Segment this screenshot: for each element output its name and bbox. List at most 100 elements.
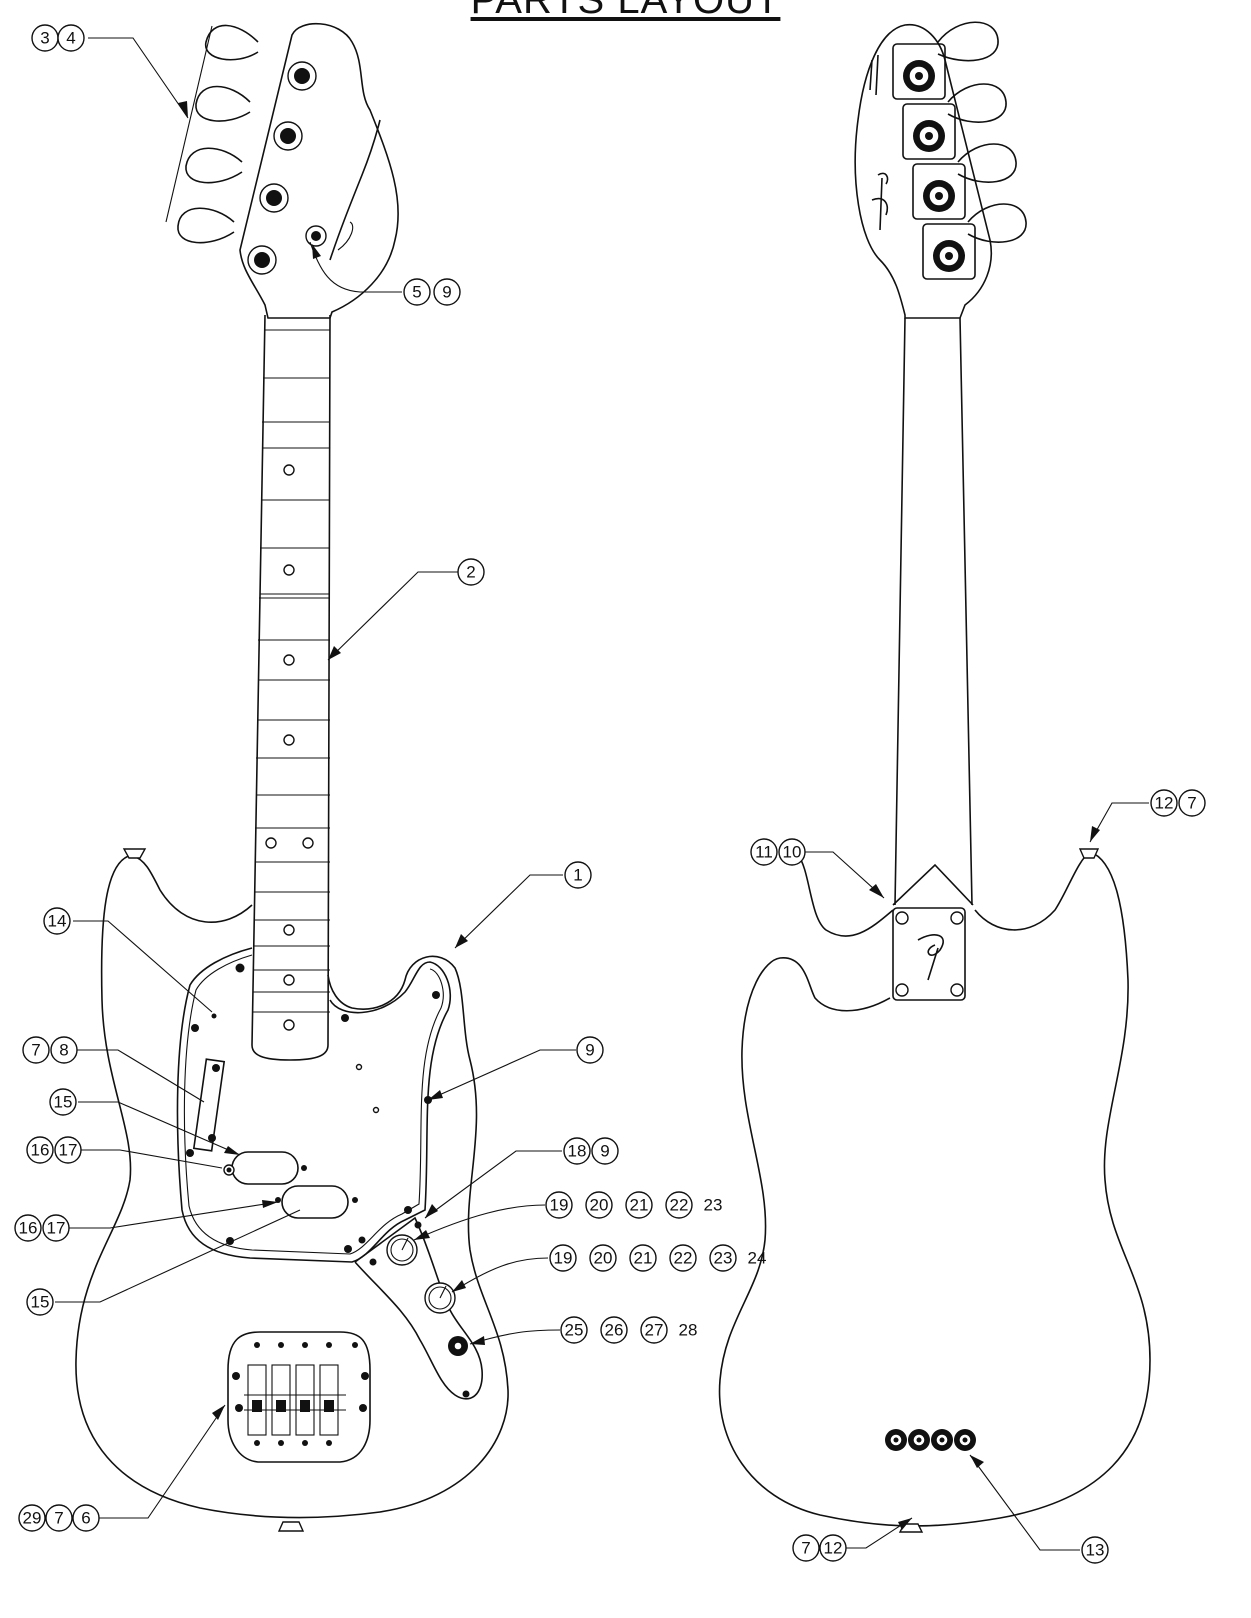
callout-bubble: [26, 1136, 54, 1164]
callout-number: 7: [1187, 794, 1196, 813]
callout-number: 2: [466, 563, 475, 582]
leader-arrowheads: [178, 101, 1100, 1530]
callout-number: 26: [605, 1321, 624, 1340]
callout-c189: 18 9: [563, 1137, 619, 1165]
front-pickguard: [176, 947, 452, 1263]
callout-number: 22: [670, 1196, 689, 1215]
callout-number: 10: [783, 843, 802, 862]
callout-number: 9: [585, 1041, 594, 1060]
callout-number: 12: [1155, 794, 1174, 813]
neck-pickup: [231, 1151, 299, 1185]
callout-number: 16: [31, 1141, 50, 1160]
callout-bubble: [26, 1288, 54, 1316]
front-neck: [251, 314, 331, 1061]
callout-bubble: [457, 558, 485, 586]
front-bridge: [227, 1331, 371, 1463]
callout-bubble: [14, 1214, 42, 1242]
callout-number-plain: 28: [679, 1321, 698, 1340]
callout-number: 17: [59, 1141, 78, 1160]
headstock-signature: [871, 172, 889, 231]
bridge-pickup: [281, 1185, 349, 1219]
front-strap-button-bottom: [277, 1521, 305, 1532]
callout-bubble: [563, 1137, 591, 1165]
back-tuner-machines: [892, 43, 976, 280]
front-position-dots: [265, 464, 314, 1031]
callout-number: 18: [568, 1142, 587, 1161]
callout-number: 17: [47, 1219, 66, 1238]
callout-c1110: 11 10: [750, 838, 806, 866]
back-strap-button-bottom: [898, 1523, 924, 1533]
front-headstock: [239, 22, 399, 319]
callout-bubble: [709, 1244, 737, 1272]
callout-number: 20: [590, 1196, 609, 1215]
callout-bubble: [792, 1534, 820, 1562]
callout-bubble: [403, 278, 431, 306]
callout-bubble: [54, 1136, 82, 1164]
callout-c127: 12 7: [1150, 789, 1206, 817]
callout-number: 23: [714, 1249, 733, 1268]
callout-bubble: [545, 1191, 573, 1219]
back-strap-button-top: [1078, 848, 1100, 859]
front-strap-button-top: [122, 848, 147, 859]
callout-bubble: [819, 1534, 847, 1562]
callout-bubble: [585, 1191, 613, 1219]
callout-number: 12: [824, 1539, 843, 1558]
neck-plate: [892, 907, 966, 1001]
callout-c14: 14: [43, 907, 71, 935]
callout-number: 9: [600, 1142, 609, 1161]
callout-bubble: [49, 1088, 77, 1116]
back-tuner-keys: [937, 21, 1027, 243]
callout-c712: 7 12: [792, 1534, 847, 1562]
callout-bubble: [50, 1036, 78, 1064]
callout-bubble: [629, 1244, 657, 1272]
callout-bubble: [42, 1214, 70, 1242]
callout-number: 5: [412, 283, 421, 302]
callout-bubble: [22, 1036, 50, 1064]
callout-c15b: 15: [26, 1288, 54, 1316]
callout-c15a: 15: [49, 1088, 77, 1116]
callout-bubble: [665, 1191, 693, 1219]
callout-bubble: [1178, 789, 1206, 817]
callout-number: 20: [594, 1249, 613, 1268]
callout-bubble: [18, 1504, 46, 1532]
back-view: [718, 21, 1151, 1533]
callout-number: 7: [31, 1041, 40, 1060]
callout-number: 11: [755, 843, 773, 862]
callout-bubble: [72, 1504, 100, 1532]
callout-number: 7: [801, 1539, 810, 1558]
callout-bubble: [669, 1244, 697, 1272]
callout-bubble: [640, 1316, 668, 1344]
callout-bubble: [43, 907, 71, 935]
callout-bubble: [45, 1504, 73, 1532]
callout-number: 15: [31, 1293, 50, 1312]
callout-bubble: [591, 1137, 619, 1165]
callout-number: 14: [48, 912, 67, 931]
callout-number-plain: 23: [704, 1196, 723, 1215]
back-headstock: [854, 23, 992, 319]
front-body: [75, 854, 509, 1519]
callout-number: 16: [19, 1219, 38, 1238]
callout-bubble: [1081, 1536, 1109, 1564]
callout-c1: 1: [564, 861, 592, 889]
callout-bubble: [564, 861, 592, 889]
headstock-logo: [329, 119, 381, 261]
callout-number: 3: [40, 29, 49, 48]
page-title: PARTS LAYOUT: [470, 0, 781, 22]
callout-number: 8: [59, 1041, 68, 1060]
callout-number-plain: 24: [748, 1249, 767, 1268]
callout-number: 7: [54, 1509, 63, 1528]
callout-bubble: [433, 278, 461, 306]
callout-bubble: [549, 1244, 577, 1272]
thumb-rest: [192, 1058, 226, 1152]
callout-number: 4: [66, 29, 75, 48]
front-tuner-bushings: [247, 61, 317, 275]
